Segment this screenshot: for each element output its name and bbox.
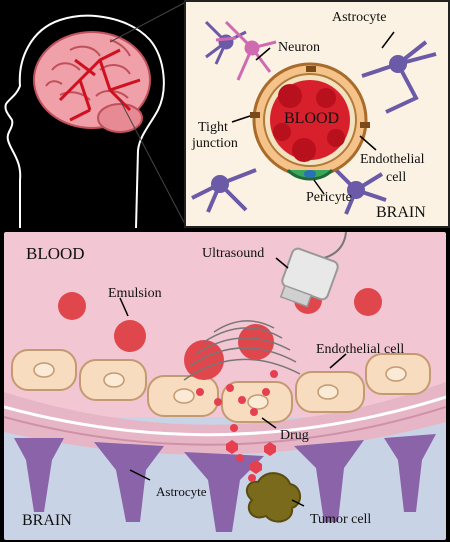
label-blood: BLOOD — [26, 244, 85, 263]
label-emulsion: Emulsion — [108, 286, 162, 301]
drug-particles — [196, 370, 278, 482]
label-blood-lumen: BLOOD — [284, 110, 340, 127]
label-astrocyte: Astrocyte — [332, 10, 387, 25]
astrocyte-icon — [361, 40, 437, 114]
tight-junction-icon — [250, 112, 260, 118]
ultrasound-waves — [183, 320, 301, 381]
astrocyte-endfeet — [14, 434, 436, 532]
label-tight-junction-line2: junction — [192, 136, 238, 151]
label-endothelial-line2: cell — [386, 170, 407, 185]
label-pericyte: Pericyte — [306, 190, 352, 205]
label-brain-top: BRAIN — [376, 204, 426, 221]
astrocyte-icon — [191, 168, 257, 213]
neuron-icon — [215, 20, 277, 81]
tumor-cell-icon — [245, 472, 301, 523]
red-blood-cells — [273, 84, 345, 162]
emulsion-droplets — [58, 286, 382, 380]
label-neuron: Neuron — [278, 40, 320, 55]
astrocyte-icon — [334, 168, 387, 215]
astrocyte-icon — [204, 20, 247, 65]
label-drug: Drug — [280, 428, 309, 443]
ultrasound-transducer-icon — [279, 232, 347, 308]
label-endothelial-line1: Endothelial — [360, 152, 425, 167]
brain-icon — [33, 31, 151, 133]
label-astrocyte: Astrocyte — [156, 484, 207, 499]
label-tumor-cell: Tumor cell — [310, 512, 372, 527]
head-outline — [4, 14, 165, 229]
label-tight-junction-line1: Tight — [198, 120, 228, 135]
bbb-crosssection-panel: Astrocyte Neuron BLOOD Tight junction En… — [184, 0, 450, 228]
label-endothelial-cell: Endothelial cell — [316, 342, 405, 357]
ultrasound-delivery-panel: BLOOD Ultrasound Emulsion Endothelial ce… — [4, 232, 446, 540]
head-illustration — [4, 1, 186, 229]
label-ultrasound: Ultrasound — [202, 246, 265, 261]
label-brain: BRAIN — [22, 512, 72, 529]
